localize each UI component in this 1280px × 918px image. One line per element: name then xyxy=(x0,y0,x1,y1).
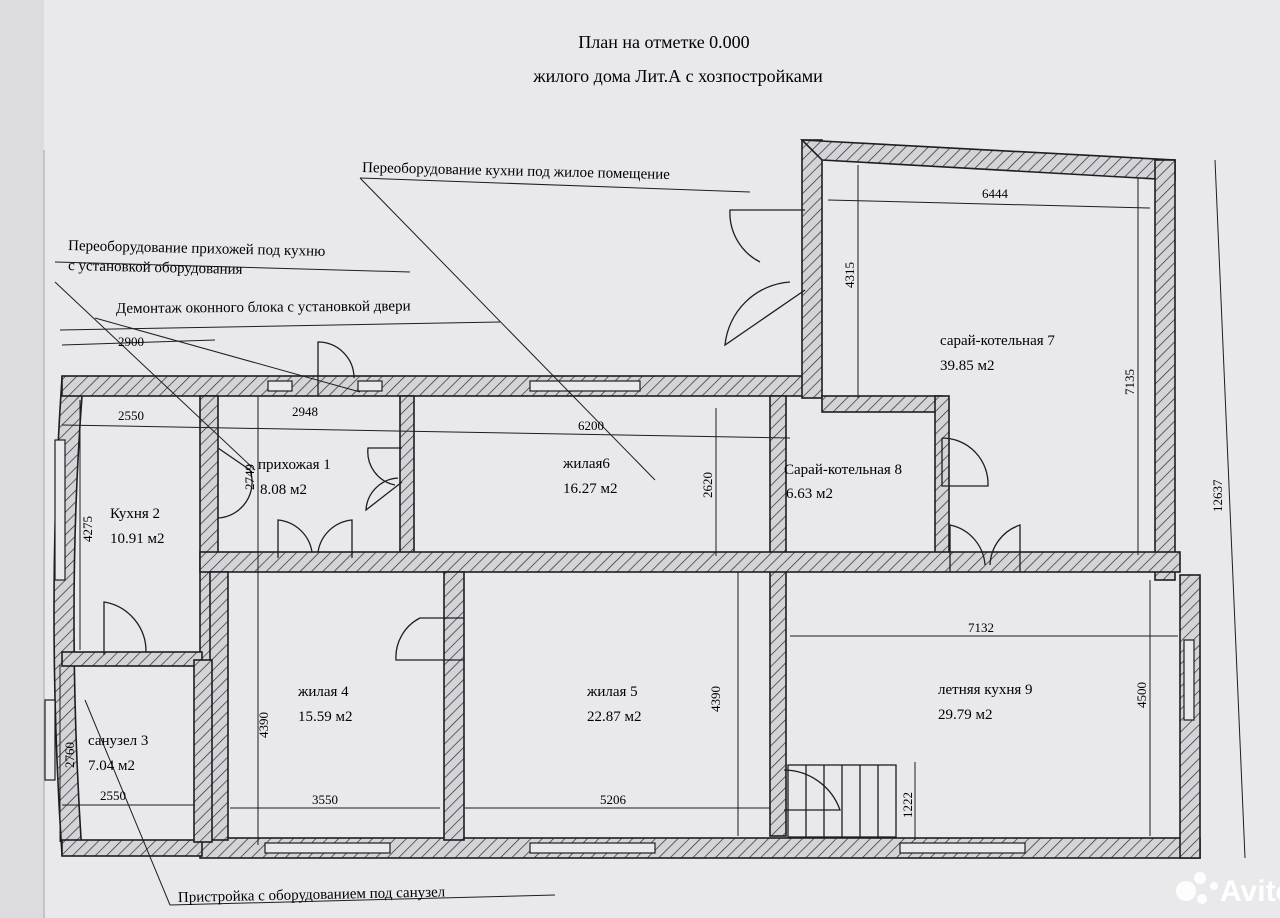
dim-4315: 4315 xyxy=(842,262,857,288)
note-hall-conversion-line1: Переоборудование прихожей под кухню xyxy=(68,238,326,260)
dim-2550-top: 2550 xyxy=(118,408,144,423)
dim-2948: 2948 xyxy=(292,404,318,419)
door-hall-south-b xyxy=(317,519,353,558)
dim-4390-mid: 4390 xyxy=(708,686,723,712)
dim-1222: 1222 xyxy=(900,792,915,818)
stairs xyxy=(787,764,897,838)
dim-4390-left: 4390 xyxy=(256,712,271,738)
avito-wordmark: Avito xyxy=(1220,875,1280,908)
window-west-kitchen xyxy=(54,439,66,581)
room-3-name: санузел 3 xyxy=(88,733,148,749)
room-5-name: жилая 5 xyxy=(586,684,638,700)
room-8-area: 6.63 м2 xyxy=(786,486,833,502)
window-north-r6 xyxy=(529,380,641,392)
door-r5-r9 xyxy=(783,769,841,811)
plan-title-line2: жилого дома Лит.А с хозпостройками xyxy=(532,66,823,86)
room-4-name: жилая 4 xyxy=(297,684,349,700)
window-west-wc xyxy=(44,699,56,781)
door-hall-east xyxy=(367,447,402,486)
note-hall-conversion-line2: с установкой оборудования xyxy=(68,258,243,278)
window-east-r9 xyxy=(1183,639,1195,721)
room-2-name: Кухня 2 xyxy=(110,506,160,522)
window-south-r4 xyxy=(264,842,391,854)
dim-2620: 2620 xyxy=(700,472,715,498)
room-4-area: 15.59 м2 xyxy=(298,709,353,725)
room-2-area: 10.91 м2 xyxy=(110,531,165,547)
door-shed-south-a xyxy=(949,524,986,572)
wall-r4-east xyxy=(443,571,465,841)
dim-7132: 7132 xyxy=(968,620,994,635)
dim-5206: 5206 xyxy=(600,792,627,807)
note-window-removal: Демонтаж оконного блока с установкой две… xyxy=(116,298,411,317)
dim-2550-bot: 2550 xyxy=(100,788,126,803)
room-8-name: Сарай-котельная 8 xyxy=(784,462,902,478)
wall-mid-horiz xyxy=(199,551,1181,573)
room-7-name: сарай-котельная 7 xyxy=(940,333,1055,349)
room-1-area: 8.08 м2 xyxy=(260,482,307,498)
dim-4275: 4275 xyxy=(80,516,95,542)
room-5-area: 22.87 м2 xyxy=(587,709,642,725)
wall-wc-east xyxy=(193,659,213,843)
window-south-r5 xyxy=(529,842,656,854)
door-kitchen-wc xyxy=(103,601,147,655)
door-r4-r5 xyxy=(395,617,464,661)
window-south-r9 xyxy=(899,842,1026,854)
wall-east-upper xyxy=(1154,159,1176,581)
leader-lines xyxy=(54,177,751,906)
dim-2900: 2900 xyxy=(118,334,144,349)
door-hall-west xyxy=(217,447,253,519)
wall-shed-south xyxy=(821,395,943,413)
wall-hall-east xyxy=(399,395,415,559)
room-6-name: жилая6 xyxy=(562,456,610,472)
windows xyxy=(44,380,1195,854)
wall-r6-east xyxy=(769,395,787,837)
dim-7135: 7135 xyxy=(1122,369,1137,395)
note-annex: Пристройка с оборудованием под санузел xyxy=(178,884,446,906)
dim-2760: 2760 xyxy=(62,742,77,768)
dim-12637: 12637 xyxy=(1210,479,1225,512)
room-7-area: 39.85 м2 xyxy=(940,358,995,374)
window-north-hall2 xyxy=(357,380,383,392)
plan-title-line1: План на отметке 0.000 xyxy=(578,32,749,52)
wall-wc-north xyxy=(61,651,203,667)
page-shadow xyxy=(0,0,44,918)
door-shed7-west-b xyxy=(724,281,806,347)
door-hall-east2 xyxy=(365,477,403,512)
wall-south-annex xyxy=(61,839,203,857)
dim-3550: 3550 xyxy=(312,792,338,807)
note-kitchen-conversion: Переоборудование кухни под жилое помещен… xyxy=(362,160,671,183)
dim-6200: 6200 xyxy=(578,418,604,433)
window-north-hall xyxy=(267,380,293,392)
room-9-area: 29.79 м2 xyxy=(938,707,993,723)
door-entry-north xyxy=(317,341,355,396)
wall-shed-west xyxy=(801,139,823,399)
door-shed-south-b xyxy=(989,524,1021,572)
dim-4500: 4500 xyxy=(1134,682,1149,708)
avito-logo-icon xyxy=(1176,872,1218,904)
room-1-name: прихожая 1 xyxy=(258,457,331,473)
door-shed7-west-a xyxy=(729,209,805,263)
room-9-name: летняя кухня 9 xyxy=(938,682,1033,698)
door-hall-south-a xyxy=(277,519,313,558)
avito-watermark: Avito xyxy=(1176,872,1280,908)
doors xyxy=(103,209,1021,811)
room-6-area: 16.27 м2 xyxy=(563,481,618,497)
dim-6444: 6444 xyxy=(982,186,1009,201)
dim-2749: 2749 xyxy=(242,464,257,490)
room-3-area: 7.04 м2 xyxy=(88,758,135,774)
door-shed8-east xyxy=(941,437,989,487)
dimension-lines xyxy=(59,159,1246,859)
